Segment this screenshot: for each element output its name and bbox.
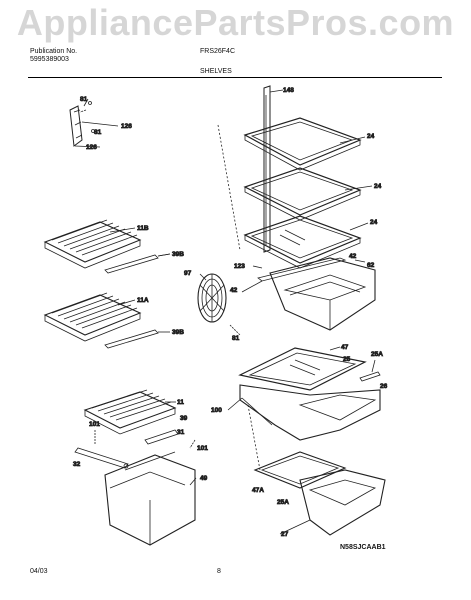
callout-11: 11: [177, 399, 184, 406]
deli-rail-32[interactable]: [74, 447, 129, 469]
callout-126-b: 126: [86, 144, 97, 151]
callout-42-b: 42: [230, 287, 238, 294]
crisper-drawer-62[interactable]: [257, 257, 376, 331]
callout-25a-b: 25A: [277, 499, 289, 506]
publication-label: Publication No.: [30, 48, 78, 55]
callout-47a: 47A: [252, 487, 264, 494]
shelf-bracket-left[interactable]: [69, 101, 95, 147]
wire-shelf-11a[interactable]: [43, 292, 142, 342]
deli-shelf-11[interactable]: [83, 389, 177, 435]
callout-31: 31: [177, 429, 185, 436]
callout-81-c: 81: [232, 335, 240, 342]
callout-27: 27: [281, 531, 289, 538]
callout-42-a: 42: [349, 253, 357, 260]
callout-39b-b: 39B: [172, 329, 184, 336]
footer-date: 04/03: [30, 568, 48, 575]
publication-number: 5995389003: [30, 56, 69, 63]
callout-101-a: 101: [89, 421, 100, 428]
header-rule: [28, 77, 442, 78]
callout-49: 49: [200, 475, 208, 482]
footer-diagram-code: N58SJCAAB1: [340, 544, 386, 551]
callout-47: 47: [341, 344, 349, 351]
callout-123: 123: [234, 263, 245, 270]
callout-126-a: 126: [121, 123, 132, 130]
crisper-cover-47a[interactable]: [253, 451, 347, 489]
callout-62: 62: [367, 262, 375, 269]
callout-24-c: 24: [370, 219, 378, 226]
model-number: FRS26F4C: [200, 48, 236, 55]
callout-25: 25: [343, 356, 351, 363]
callout-39b-a: 39B: [172, 251, 184, 258]
wire-shelf-11b[interactable]: [43, 219, 142, 269]
callout-97: 97: [184, 270, 192, 277]
glass-shelf-top[interactable]: [243, 117, 366, 171]
section-title: SHELVES: [200, 68, 232, 75]
shelf-trim-39b-lower[interactable]: [104, 329, 170, 349]
callout-11a: 11A: [137, 297, 149, 304]
wine-rack[interactable]: [197, 273, 241, 336]
callout-81-b: 81: [94, 129, 102, 136]
callout-148: 148: [283, 87, 294, 94]
callout-101-b: 101: [197, 445, 208, 452]
callout-24-b: 24: [374, 183, 382, 190]
callout-100: 100: [211, 407, 222, 414]
meat-keeper-cover[interactable]: [238, 346, 367, 391]
callout-81-a: 81: [80, 96, 88, 103]
meat-keeper-drawer[interactable]: [239, 384, 381, 441]
shelf-trim-39b-upper[interactable]: [104, 253, 171, 274]
footer-page: 8: [217, 568, 221, 575]
callout-25a: 25A: [371, 351, 383, 358]
callout-32: 32: [73, 461, 81, 468]
callout-11b: 11B: [137, 225, 149, 232]
deli-rail-31[interactable]: [144, 429, 179, 445]
drawer-slide-25a[interactable]: [359, 359, 381, 382]
callout-26: 26: [380, 383, 388, 390]
crisper-drawer-27[interactable]: [299, 469, 386, 536]
deli-drawer-49[interactable]: [104, 451, 196, 546]
callout-39: 39: [180, 415, 188, 422]
glass-shelf-bottom[interactable]: [243, 215, 369, 269]
callout-24-a: 24: [367, 133, 375, 140]
watermark-text: AppliancePartsPros.com: [16, 2, 455, 43]
